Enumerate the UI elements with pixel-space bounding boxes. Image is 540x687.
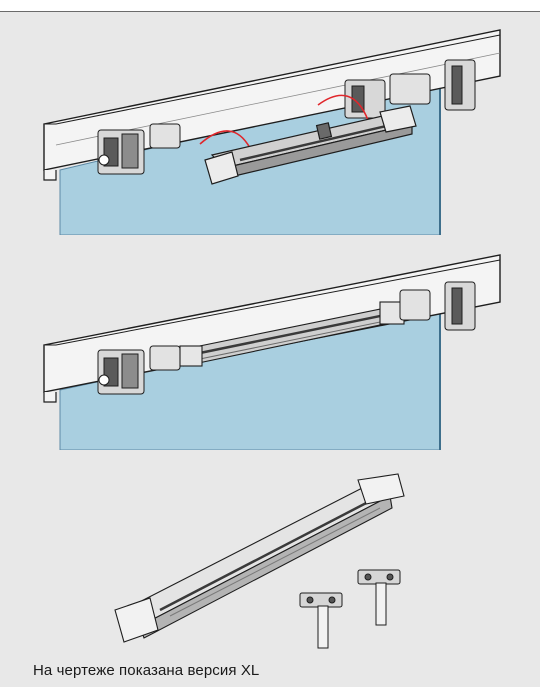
installed-damper (179, 301, 405, 367)
motion-arc-left (199, 130, 251, 149)
left-roller-carriage (97, 345, 181, 395)
damper-unit-drawing (114, 473, 405, 649)
figure-caption: На чертеже показана версия XL (33, 662, 260, 679)
motion-arc-right (317, 94, 369, 121)
installed-drawing (43, 254, 501, 450)
activator-left (299, 592, 343, 649)
installation-drawing (43, 29, 501, 235)
right-roller-carriage (344, 59, 476, 119)
left-roller-carriage (97, 123, 181, 175)
damper-unit (114, 473, 405, 643)
soft-close-damper (204, 105, 417, 185)
activator-right (357, 569, 401, 626)
right-roller-carriage (399, 281, 476, 331)
top-rule (0, 0, 540, 12)
illustration-damper-installed (0, 250, 540, 450)
illustration-damper-unit (0, 470, 540, 655)
illustration-damper-installation (0, 20, 540, 235)
